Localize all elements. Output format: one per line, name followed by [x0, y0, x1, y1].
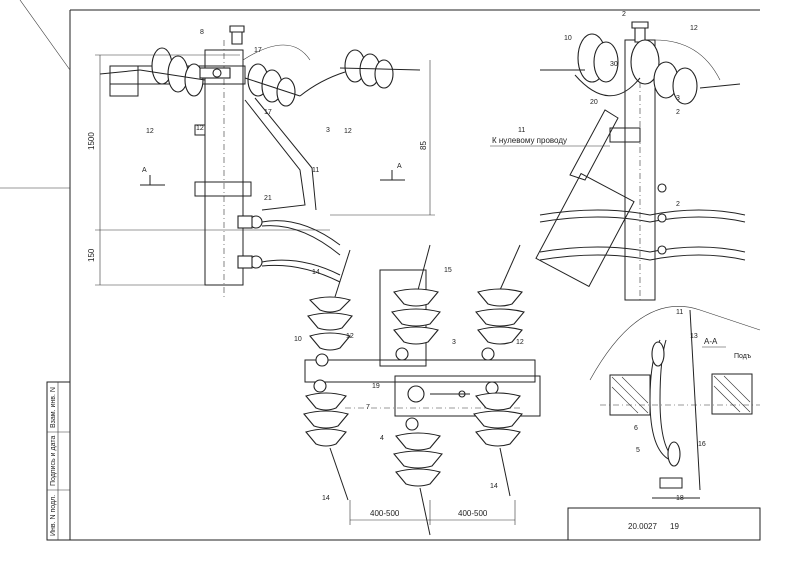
plan-insulator-left-bottom-icon	[303, 379, 349, 501]
stamp-label-3: Взам. инв. N	[50, 387, 57, 428]
section-title: А-А	[704, 337, 718, 346]
plan-callout-19: 19	[372, 383, 380, 390]
plan-callout-14b: 14	[322, 495, 330, 502]
section-callout-13: 13	[690, 333, 698, 340]
plan-callout-14a: 14	[312, 269, 320, 276]
plan-callout-12b: 12	[516, 339, 524, 346]
callout-12a: 12	[146, 128, 154, 135]
insulator-string-left-icon	[139, 47, 206, 97]
section-callout-11: 11	[676, 309, 683, 316]
side-pin-insulator-icon	[631, 21, 649, 43]
section-callout-5: 5	[636, 447, 640, 454]
plan-callout-7: 7	[366, 404, 370, 411]
section-label-cut: Подъ	[734, 353, 752, 360]
section-a-a: А-А Подъ 11 13 6 5 16 18	[589, 306, 761, 502]
plan-callout-14c: 14	[490, 483, 498, 490]
plan-insulator-right-bottom-icon	[473, 381, 523, 497]
side-callout-3: 3	[676, 95, 680, 102]
stamp-label-2: Подпись и дата	[50, 436, 57, 486]
plan-callout-12a: 12	[346, 333, 354, 340]
callout-21: 21	[264, 195, 272, 202]
dim-height-main: 1500	[87, 132, 96, 150]
callout-17b: 17	[264, 109, 272, 116]
hook-fittings-icon	[237, 215, 263, 269]
side-view: 10 12 2 30 20 3 2 2 11 К нулевому провод…	[490, 11, 746, 301]
side-callout-2c: 2	[676, 201, 680, 208]
side-callout-12: 12	[690, 25, 698, 32]
callout-17a: 17	[254, 47, 262, 54]
side-insulators-icon	[577, 33, 698, 105]
plan-callout-10: 10	[294, 336, 302, 343]
svg-text:А: А	[397, 163, 402, 170]
side-callout-20: 20	[590, 99, 598, 106]
side-note-text: К нулевому проводу	[492, 136, 567, 145]
insulator-string-right-icon	[244, 63, 301, 107]
plan-callout-15: 15	[444, 267, 452, 274]
dim-height-bottom: 150	[87, 248, 96, 262]
stamp-label-1: Инв. N подл.	[50, 495, 57, 536]
side-callout-10: 10	[564, 35, 572, 42]
insulator-string-far-right-icon	[339, 49, 421, 89]
callout-3: 3	[326, 127, 330, 134]
plan-dim-left: 400-500	[370, 509, 400, 518]
pin-insulator-icon	[229, 25, 245, 45]
plan-callout-4: 4	[380, 435, 384, 442]
callout-12c: 12	[196, 125, 204, 132]
section-callout-18: 18	[676, 495, 684, 502]
section-callout-6: 6	[634, 425, 638, 432]
dim-height-right: 85	[419, 141, 428, 150]
side-note-number: 11	[518, 127, 525, 134]
side-callout-2b: 2	[676, 109, 680, 116]
callout-11: 11	[312, 167, 319, 174]
plan-insulator-left-top-icon	[307, 249, 353, 367]
plan-view: 400-500 400-500 15 10 3 12 12 19 7 4 14 …	[294, 244, 541, 536]
plan-dim-right: 400-500	[458, 509, 488, 518]
plan-insulator-center-top-icon	[391, 244, 441, 361]
plan-insulator-center-bottom-icon	[393, 417, 443, 536]
section-mark-right: А	[380, 163, 405, 181]
callout-12b: 12	[344, 128, 352, 135]
approval-stamp: Инв. N подл. Подпись и дата Взам. инв. N	[46, 381, 71, 541]
plan-callout-3: 3	[452, 339, 456, 346]
plan-insulator-right-top-icon	[475, 244, 525, 361]
side-callout-2a: 2	[622, 11, 626, 18]
side-callout-30: 30	[610, 61, 618, 68]
title-block: 20.0027 19	[567, 507, 761, 541]
section-mark-left: А	[140, 167, 165, 186]
callout-8: 8	[200, 29, 204, 36]
section-callout-16: 16	[698, 441, 706, 448]
sheet-number: 19	[670, 522, 679, 531]
doc-number: 20.0027	[628, 522, 657, 531]
front-view: 1500 85 150 А А 8 17 17 3 12 12 11 21 12	[87, 25, 435, 300]
svg-text:А: А	[142, 167, 147, 174]
